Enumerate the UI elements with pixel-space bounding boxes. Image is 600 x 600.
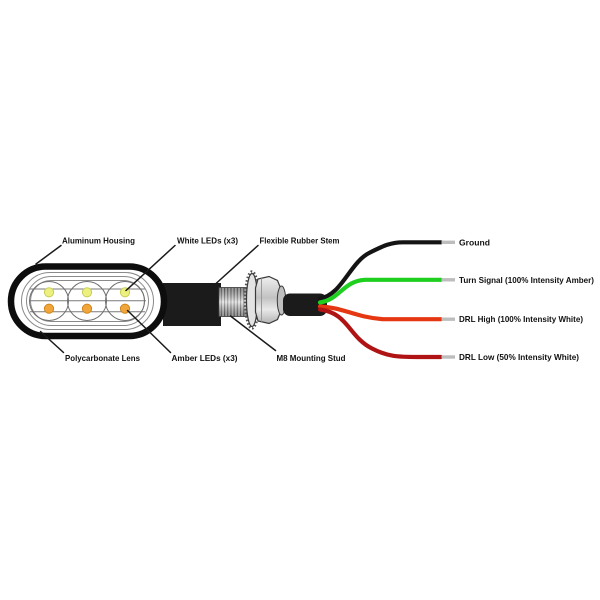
flexible-rubber-stem-body	[163, 283, 221, 326]
label-wire-drl-high: DRL High (100% Intensity White)	[459, 314, 583, 324]
hex-nut	[254, 275, 282, 325]
label-aluminum-housing: Aluminum Housing	[62, 236, 135, 246]
amber-led-1	[43, 303, 55, 314]
mounting-hardware	[163, 270, 327, 330]
amber-led-2	[81, 303, 93, 314]
leader-lines	[35, 244, 277, 354]
lens-outline-2	[26, 276, 149, 326]
led-optic-3	[105, 281, 145, 321]
label-wire-turn-signal: Turn Signal (100% Intensity Amber)	[459, 275, 594, 285]
label-polycarbonate-lens: Polycarbonate Lens	[65, 353, 140, 363]
white-led-2	[81, 287, 93, 298]
lens-outline-1	[21, 272, 154, 330]
wire-drl-high	[317, 304, 444, 322]
led-optic-1	[29, 281, 69, 321]
wire-labels: Ground Turn Signal (100% Intensity Amber…	[459, 237, 594, 362]
leader-m8-mounting-stud	[229, 315, 277, 352]
part-labels: Aluminum Housing White LEDs (x3) Flexibl…	[62, 236, 346, 364]
wire-ground	[317, 240, 444, 301]
leader-flexible-rubber-stem	[215, 244, 259, 285]
led-optic-2	[67, 281, 107, 321]
label-amber-leds: Amber LEDs (x3)	[172, 353, 238, 363]
label-m8-mounting-stud: M8 Mounting Stud	[277, 353, 346, 363]
cable-sheath	[283, 293, 327, 316]
leader-white-leds	[125, 244, 176, 292]
lamp-head	[7, 263, 168, 340]
wire-turn-signal	[317, 277, 444, 305]
wiring	[317, 240, 455, 360]
wire-drl-low	[317, 307, 444, 360]
leader-polycarbonate-lens	[39, 330, 65, 354]
label-flexible-rubber-stem: Flexible Rubber Stem	[260, 236, 340, 246]
label-wire-drl-low: DRL Low (50% Intensity White)	[459, 352, 579, 362]
leader-aluminum-housing	[35, 244, 62, 265]
leader-amber-leds	[126, 309, 172, 354]
label-white-leds: White LEDs (x3)	[177, 236, 238, 246]
white-led-1	[43, 287, 55, 298]
label-wire-ground: Ground	[459, 237, 490, 247]
